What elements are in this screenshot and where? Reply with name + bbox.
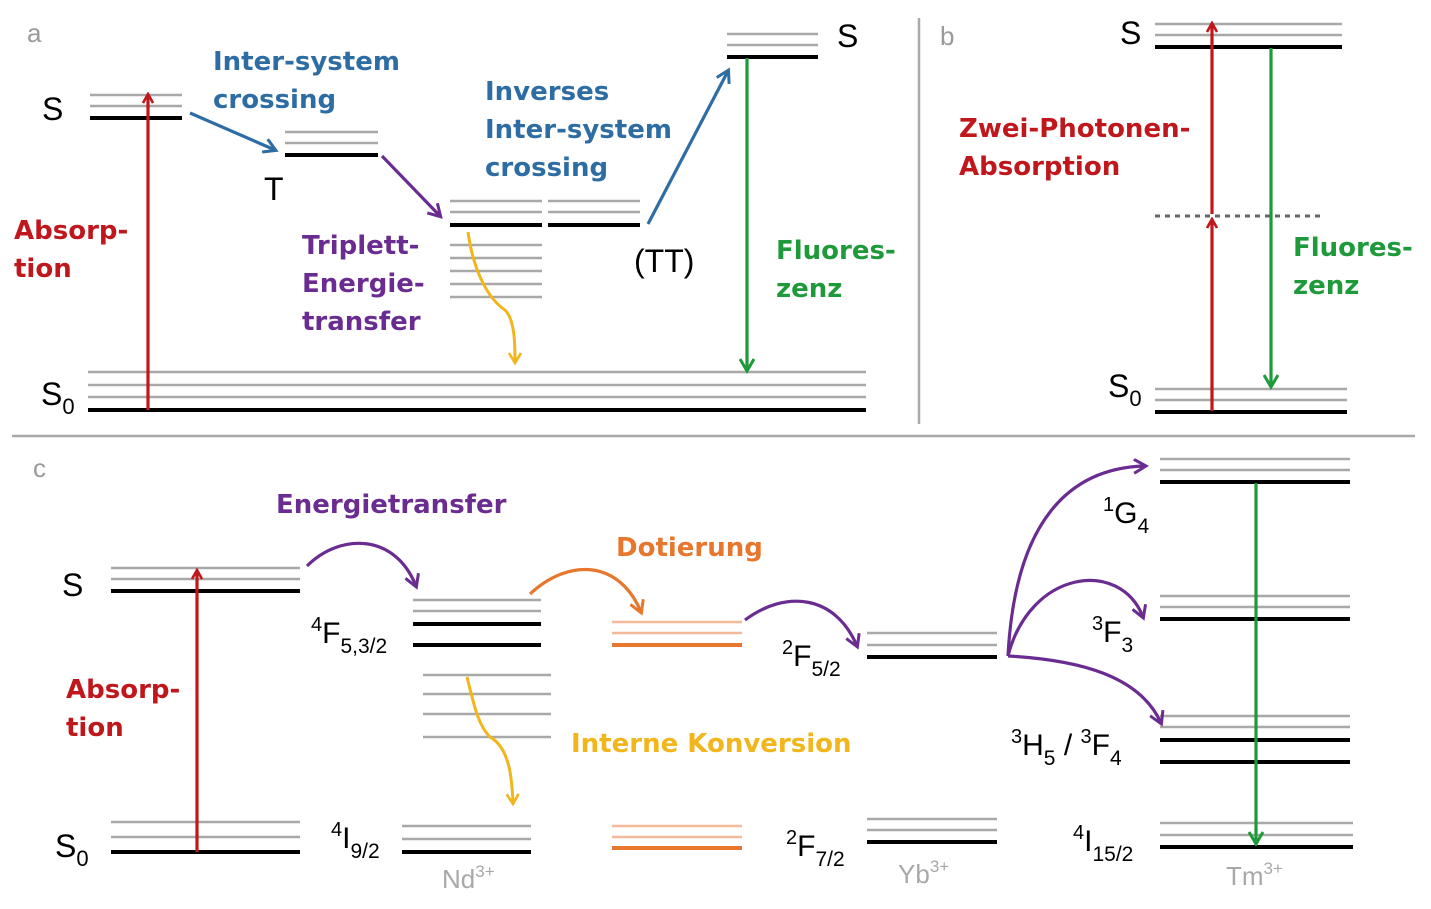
label-yb-upper: 2F5/2 <box>782 637 841 681</box>
arrow-triplet-transfer <box>380 154 440 216</box>
level-nd-ladder <box>423 673 551 739</box>
label-fluorescence-a: Fluores- zenz <box>776 236 905 304</box>
level-s-left <box>90 93 182 120</box>
label-s0-a: S0 <box>41 376 75 419</box>
arrow-yb-to-g4 <box>1006 466 1145 657</box>
level-yb-upper <box>867 631 997 659</box>
level-nd-upper <box>413 598 541 647</box>
arrow-internal-conversion <box>465 676 513 803</box>
level-s0-a <box>88 370 866 412</box>
label-isc: Inter-system crossing <box>213 47 409 115</box>
label-yb-ion: Yb3+ <box>898 857 949 889</box>
level-s-right <box>727 32 818 59</box>
level-nd-lower <box>402 824 531 854</box>
arrow-relaxation-a <box>466 231 515 362</box>
panel-letter-c: c <box>33 453 46 483</box>
label-yb-lower: 2F7/2 <box>786 827 845 871</box>
level-doping-upper <box>612 620 742 647</box>
arrow-nd-to-yb <box>744 599 857 646</box>
level-s-c <box>111 566 300 593</box>
label-tm-h5-f4: 3H5 / 3F4 <box>1011 726 1122 770</box>
level-tt <box>548 199 640 227</box>
label-s0-c: S0 <box>55 828 89 871</box>
label-nd-upper: 4F5,3/2 <box>311 614 387 658</box>
label-tm-ion: Tm3+ <box>1226 859 1283 891</box>
label-absorption-c: Absorp- tion <box>66 675 189 743</box>
label-energy-transfer: Energietransfer <box>276 490 507 520</box>
arrow-energy-transfer-c <box>305 541 416 586</box>
arrow-inverse-isc <box>646 71 728 225</box>
level-s0-c <box>111 820 300 854</box>
label-s-b: S <box>1120 15 1141 51</box>
level-acceptor-triplet <box>450 199 542 299</box>
label-tm-f3: 3F3 <box>1092 613 1133 657</box>
label-internal-conversion: Interne Konversion <box>571 729 852 759</box>
label-t: T <box>264 171 284 207</box>
label-doping: Dotierung <box>616 533 763 563</box>
label-nd-lower: 4I9/2 <box>331 819 380 863</box>
label-inverse-isc: Inverses Inter-system crossing <box>485 77 681 183</box>
panel-letter-b: b <box>940 21 954 51</box>
label-fluorescence-b: Fluores- zenz <box>1293 233 1422 301</box>
arrow-yb-to-f3 <box>1006 578 1143 657</box>
level-doping-lower <box>612 824 742 850</box>
level-t <box>285 130 378 157</box>
label-tm-g4: 1G4 <box>1103 494 1149 538</box>
label-absorption-a: Absorp- tion <box>14 216 137 284</box>
arrow-doping-transfer <box>528 567 641 612</box>
label-tt: (TT) <box>634 243 694 279</box>
panel-letter-a: a <box>27 18 42 48</box>
label-triplet-transfer: Triplett- Energie- transfer <box>302 231 434 337</box>
label-tm-i15: 4I15/2 <box>1073 822 1133 866</box>
level-s0-b <box>1155 387 1347 414</box>
level-s-b <box>1155 22 1342 49</box>
label-s-left: S <box>42 91 63 127</box>
label-two-photon: Zwei-Photonen- Absorption <box>959 114 1199 182</box>
label-s0-b: S0 <box>1108 368 1142 411</box>
label-nd-ion: Nd3+ <box>442 862 495 894</box>
arrow-isc <box>189 111 275 150</box>
arrow-yb-to-h5f4 <box>1007 654 1161 723</box>
level-yb-lower <box>867 817 997 844</box>
level-tm-g4 <box>1160 457 1350 484</box>
label-s-right: S <box>837 18 858 54</box>
label-s-c: S <box>62 567 83 603</box>
